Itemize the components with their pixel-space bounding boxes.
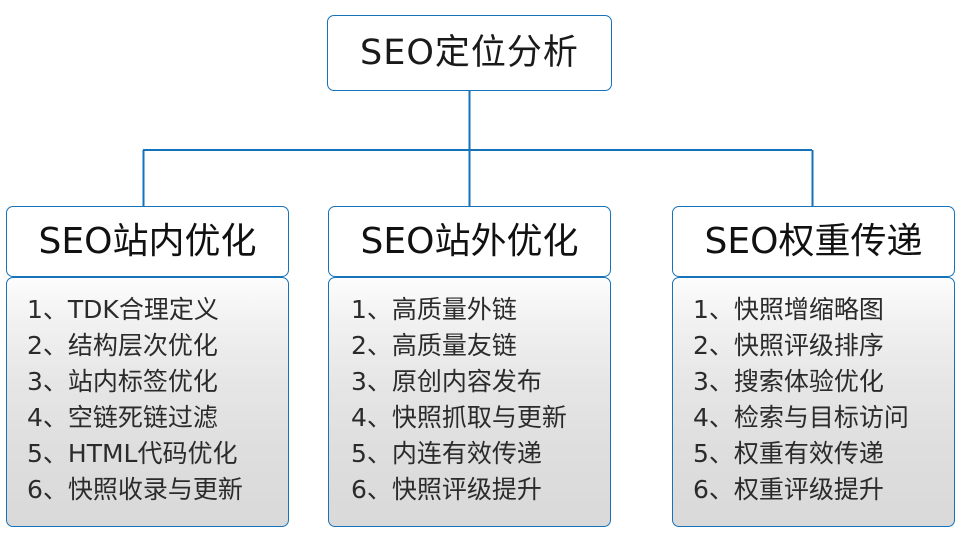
list-item: 3、 站内标签优化 [27, 364, 288, 400]
list-item: 2、 结构层次优化 [27, 328, 288, 364]
list-item: 5、 HTML代码优化 [27, 436, 288, 472]
list-item-index: 6、 [351, 475, 392, 504]
list-item-index: 2、 [693, 331, 734, 360]
list-item: 3、 搜索体验优化 [693, 364, 954, 400]
list-item-index: 1、 [351, 295, 392, 324]
list-item-label: 快照增缩略图 [733, 295, 884, 324]
branch-header-2: SEO站外优化 [328, 206, 611, 277]
list-item-index: 5、 [693, 439, 734, 468]
list-item: 4、 检索与目标访问 [693, 400, 954, 436]
list-item: 4、 空链死链过滤 [27, 400, 288, 436]
branch-column-2: SEO站外优化 1、 高质量外链 2、 高质量友链 3、 原创内容发布 4、 快… [328, 206, 611, 527]
branch-column-1: SEO站内优化 1、 TDK合理定义 2、 结构层次优化 3、 站内标签优化 4… [6, 206, 289, 527]
list-item-index: 2、 [27, 331, 68, 360]
list-item-label: 检索与目标访问 [733, 403, 909, 432]
list-item: 2、 高质量友链 [351, 328, 610, 364]
list-item: 5、 内连有效传递 [351, 436, 610, 472]
list-item-index: 1、 [27, 295, 68, 324]
list-item: 4、 快照抓取与更新 [351, 400, 610, 436]
list-item-label: 快照抓取与更新 [391, 403, 567, 432]
list-item: 6、 快照收录与更新 [27, 472, 288, 508]
list-item-label: 权重评级提升 [733, 475, 884, 504]
branch-list-1: 1、 TDK合理定义 2、 结构层次优化 3、 站内标签优化 4、 空链死链过滤… [6, 277, 289, 527]
branch-header-3: SEO权重传递 [672, 206, 955, 277]
branch-header-label-2: SEO站外优化 [360, 220, 579, 262]
list-item-label: 权重有效传递 [733, 439, 884, 468]
root-node-label: SEO定位分析 [360, 32, 579, 73]
list-item: 6、 快照评级提升 [351, 472, 610, 508]
list-item-label: 高质量外链 [391, 295, 517, 324]
list-item: 1、 快照增缩略图 [693, 292, 954, 328]
list-item: 1、 高质量外链 [351, 292, 610, 328]
list-item: 2、 快照评级排序 [693, 328, 954, 364]
list-item-index: 1、 [693, 295, 734, 324]
list-item: 1、 TDK合理定义 [27, 292, 288, 328]
branch-header-label-3: SEO权重传递 [704, 220, 923, 262]
list-item-label: 原创内容发布 [391, 367, 542, 396]
list-item-index: 4、 [27, 403, 68, 432]
list-item-index: 6、 [27, 475, 68, 504]
list-item-label: HTML代码优化 [67, 439, 238, 468]
list-item-label: 搜索体验优化 [733, 367, 884, 396]
list-item-index: 3、 [351, 367, 392, 396]
list-item-index: 6、 [693, 475, 734, 504]
branch-column-3: SEO权重传递 1、 快照增缩略图 2、 快照评级排序 3、 搜索体验优化 4、… [672, 206, 955, 527]
list-item-index: 2、 [351, 331, 392, 360]
list-item: 6、 权重评级提升 [693, 472, 954, 508]
list-item-index: 5、 [351, 439, 392, 468]
branch-list-2: 1、 高质量外链 2、 高质量友链 3、 原创内容发布 4、 快照抓取与更新 5… [328, 277, 611, 527]
list-item-index: 4、 [693, 403, 734, 432]
branch-header-label-1: SEO站内优化 [38, 220, 257, 262]
list-item-label: 结构层次优化 [67, 331, 218, 360]
list-item-label: 高质量友链 [391, 331, 517, 360]
list-item-label: TDK合理定义 [67, 295, 219, 324]
list-item-label: 空链死链过滤 [67, 403, 218, 432]
list-item: 5、 权重有效传递 [693, 436, 954, 472]
list-item-label: 站内标签优化 [67, 367, 218, 396]
list-item-index: 3、 [27, 367, 68, 396]
branch-list-3: 1、 快照增缩略图 2、 快照评级排序 3、 搜索体验优化 4、 检索与目标访问… [672, 277, 955, 527]
list-item-index: 5、 [27, 439, 68, 468]
branch-header-1: SEO站内优化 [6, 206, 289, 277]
list-item-label: 快照收录与更新 [67, 475, 243, 504]
list-item-index: 4、 [351, 403, 392, 432]
list-item: 3、 原创内容发布 [351, 364, 610, 400]
list-item-label: 快照评级排序 [733, 331, 884, 360]
root-node: SEO定位分析 [327, 15, 612, 91]
list-item-label: 快照评级提升 [391, 475, 542, 504]
list-item-label: 内连有效传递 [391, 439, 542, 468]
list-item-index: 3、 [693, 367, 734, 396]
